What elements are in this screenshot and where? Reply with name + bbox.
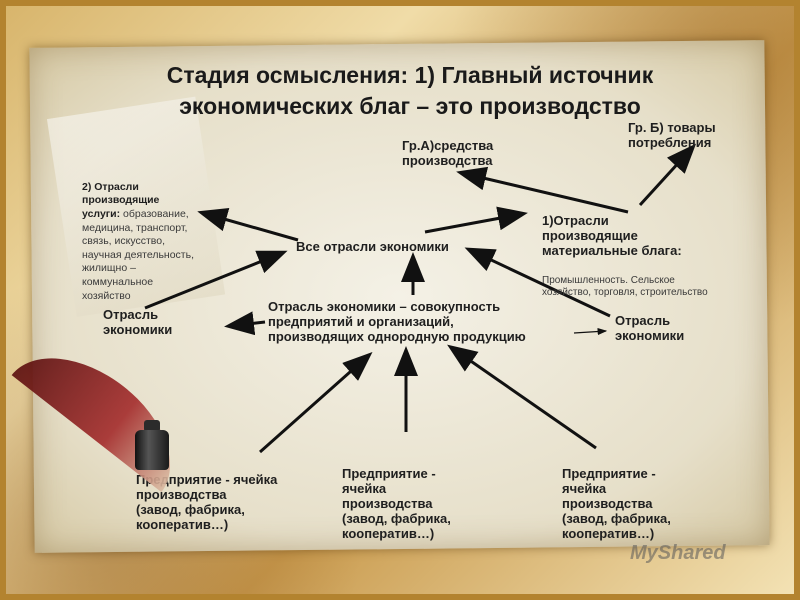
arrow-definition-left: [224, 311, 266, 336]
arrow-center-material: [424, 206, 528, 234]
node-group-b: Гр. Б) товары потребления: [628, 120, 716, 150]
arrow-branch-right-center: [464, 247, 611, 318]
node-enterprise-2: Предприятие - ячейка производства (завод…: [342, 466, 451, 541]
arrow-material-groupB: [638, 143, 697, 207]
arrow-branch-left-center: [144, 250, 288, 310]
node-material-list: Промышленность. Сельское хозяйство, торг…: [542, 275, 708, 298]
ink-bottle-neck: [144, 420, 160, 432]
watermark: MyShared: [630, 542, 726, 564]
node-services-head: 2) Отрасли производящие услуги:: [82, 180, 160, 220]
node-center: Все отрасли экономики: [296, 239, 449, 254]
node-group-a: Гр.А)средства производства: [402, 138, 494, 168]
node-definition: Отрасль экономики – совокупность предпри…: [268, 299, 526, 344]
arrow-definition-right: [573, 327, 608, 336]
node-branch-left: Отрасль экономики: [103, 307, 173, 337]
node-enterprise-3: Предприятие - ячейка производства (завод…: [562, 466, 671, 541]
arrow-center-services: [197, 208, 299, 242]
arrow-ent1-definition: [259, 352, 373, 454]
node-services: 2) Отрасли производящие услуги: образова…: [82, 167, 262, 303]
ink-bottle-image: [135, 430, 169, 470]
node-branch-right: Отрасль экономики: [615, 313, 685, 343]
node-material-head: 1)Отрасли производящие материальные благ…: [542, 213, 682, 258]
slide-title: Стадия осмысления: 1) Главный источник э…: [166, 62, 654, 120]
arrow-material-groupA: [456, 166, 629, 214]
arrow-ent3-definition: [447, 344, 597, 450]
node-services-list: образование, медицина, транспорт, связь,…: [82, 207, 194, 302]
